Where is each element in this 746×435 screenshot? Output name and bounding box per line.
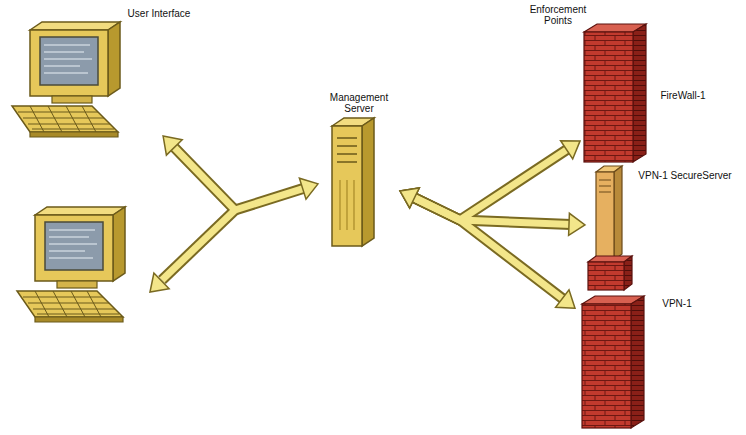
device-label: VPN-1 [647, 298, 707, 309]
device-label: FireWall-1 [650, 90, 716, 101]
vpn-wall [582, 296, 644, 428]
split-arrow-shaft [162, 210, 235, 280]
connector-arrow [413, 197, 564, 300]
group-label: Enforcement Points [518, 4, 598, 26]
network-device: FireWall-1 [580, 28, 720, 162]
network-device: VPN-1 [575, 294, 715, 430]
firewall-wall [584, 24, 646, 162]
arrow-head [163, 136, 182, 155]
arrow-head [150, 273, 169, 292]
network-device: VPN-1 SecureServer [585, 164, 741, 292]
arrow-head [561, 141, 580, 159]
arrow-head [569, 213, 585, 235]
arrow-head [299, 178, 318, 199]
split-arrow-shaft [162, 210, 235, 280]
device-label: User Interface [123, 8, 195, 19]
secure-server-tower [588, 166, 632, 290]
network-device: Management Server [318, 92, 400, 250]
connector-outline [173, 146, 305, 210]
user-computer [17, 207, 125, 322]
user-computer [12, 22, 120, 137]
device-label: Management Server [323, 92, 395, 114]
server-tower [332, 118, 374, 246]
device-label: VPN-1 SecureServer [635, 170, 735, 181]
arrow-head [400, 188, 419, 208]
connector-outline [413, 197, 564, 300]
arrow-head [556, 290, 575, 309]
connector-arrow [173, 146, 305, 210]
network-device: User Interface [5, 8, 197, 136]
